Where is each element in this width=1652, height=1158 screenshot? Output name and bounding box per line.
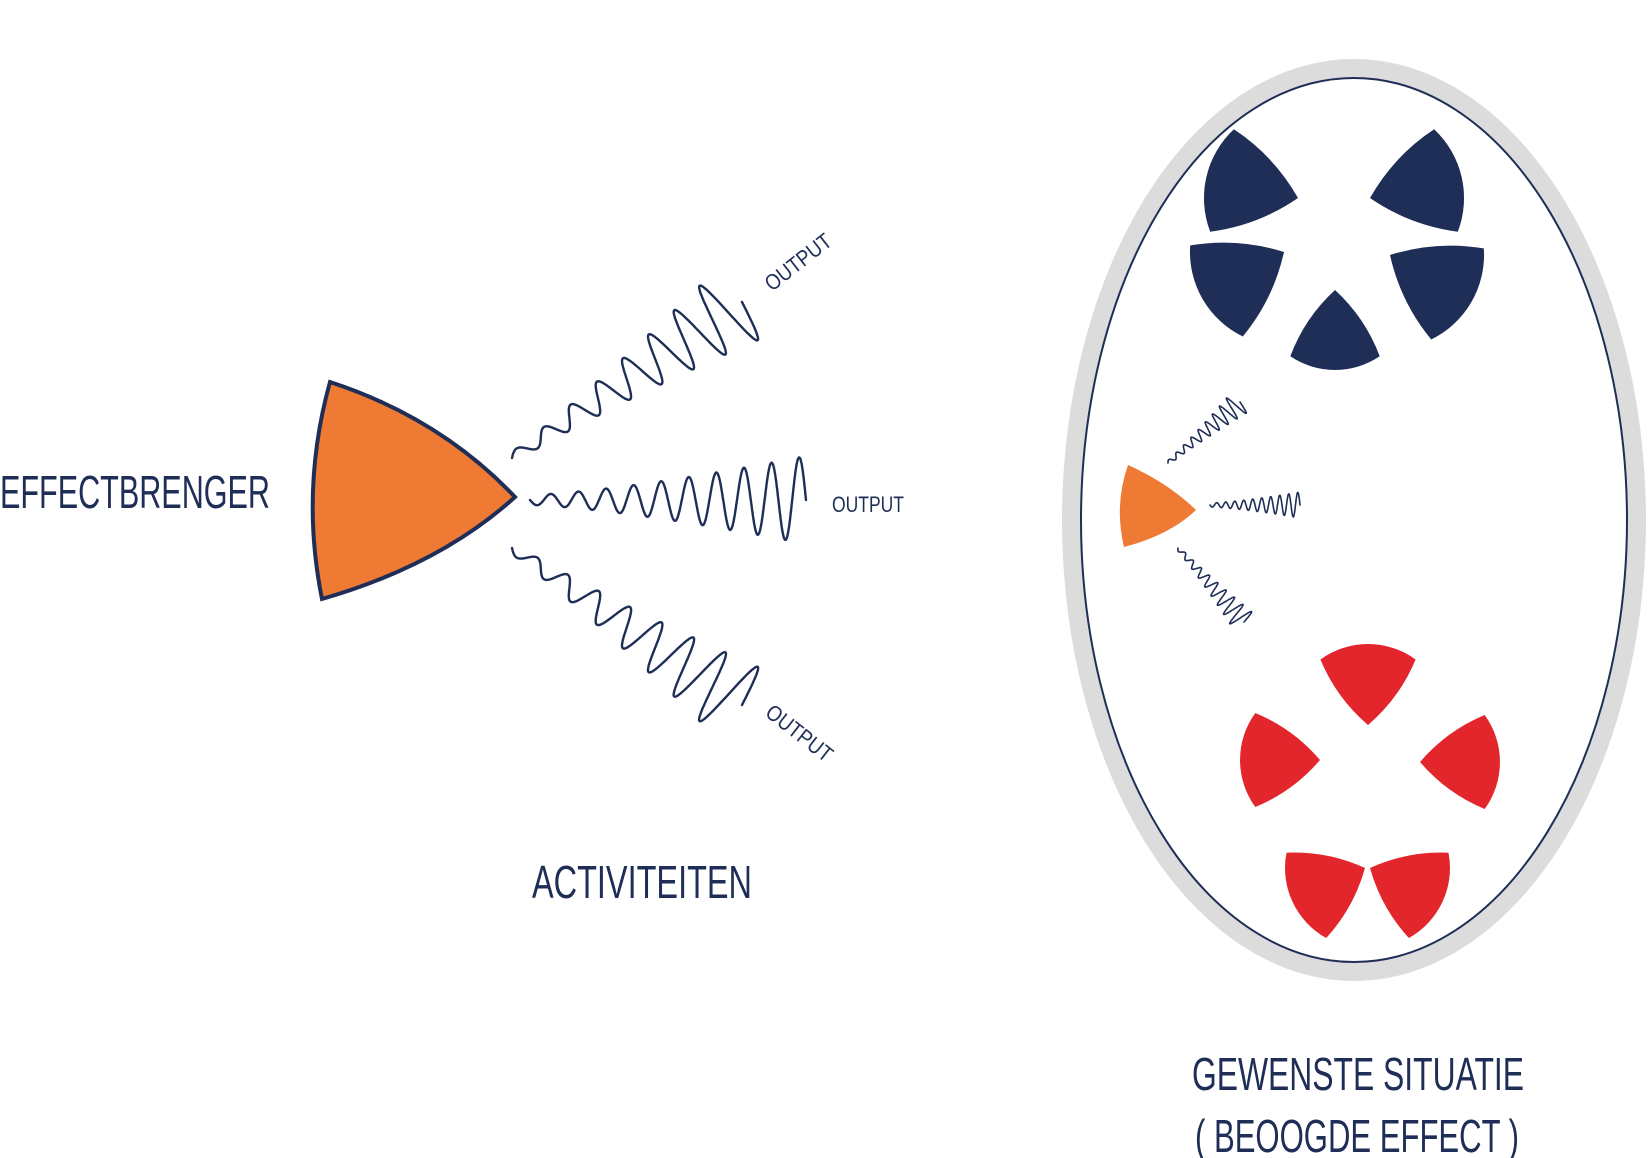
output-wave-bottom: [510, 546, 760, 723]
navy-wedge-1: [1203, 129, 1298, 232]
output-label-bottom: OUTPUT: [761, 699, 838, 767]
red-wedge-1: [1320, 644, 1416, 725]
output-label-top: OUTPUT: [760, 228, 837, 296]
effectbrenger-shape: [310, 379, 518, 602]
red-wedge-2: [1240, 713, 1320, 807]
navy-wedge-cluster: [1189, 129, 1485, 370]
output-waves: [510, 284, 808, 723]
small-output-wave-middle: [1209, 491, 1301, 519]
small-effectbrenger-shape: [1119, 465, 1196, 547]
gewenste-situatie-label: GEWENSTE SITUATIE: [1192, 1048, 1524, 1100]
output-wave-top: [510, 284, 760, 460]
small-output-waves: [1167, 397, 1301, 625]
red-wedge-cluster: [1240, 644, 1500, 938]
beoogde-effect-label: ( BEOOGDE EFFECT ): [1195, 1110, 1519, 1158]
output-label-middle: OUTPUT: [832, 492, 904, 517]
small-output-wave-top: [1167, 397, 1248, 464]
navy-wedge-5: [1290, 290, 1380, 370]
small-output-wave-bottom: [1177, 547, 1253, 625]
output-wave-middle: [528, 456, 808, 542]
red-wedge-3: [1420, 715, 1500, 809]
navy-wedge-2: [1370, 129, 1465, 232]
effectbrenger-label: EFFECTBRENGER: [0, 466, 270, 518]
red-wedge-5: [1370, 852, 1450, 938]
navy-wedge-3: [1189, 242, 1284, 337]
red-wedge-4: [1285, 852, 1365, 938]
activiteiten-label: ACTIVITEITEN: [532, 856, 752, 908]
navy-wedge-4: [1390, 245, 1485, 340]
